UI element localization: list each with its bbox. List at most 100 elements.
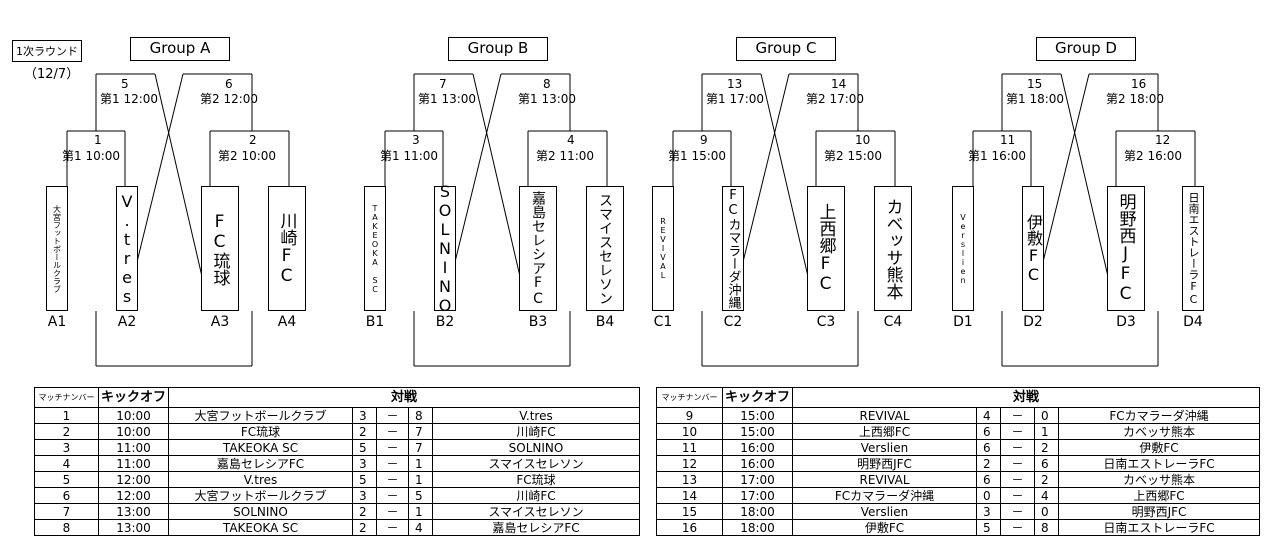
match-time: 第1 15:00 <box>668 149 727 163</box>
match-number-cell: 2 <box>34 423 99 440</box>
match-number-cell: 14 <box>656 487 723 504</box>
team-slot-label: C4 <box>883 314 903 330</box>
score-dash-cell: － <box>1000 471 1036 488</box>
match-time: 第1 18:00 <box>1006 92 1065 106</box>
match-number: 11 <box>1000 133 1016 147</box>
team-slot-label: B1 <box>365 314 385 330</box>
away-team-cell: FCカマラーダ沖縄 <box>1058 407 1260 424</box>
score-dash-cell: － <box>1000 423 1036 440</box>
kickoff-cell: 12:00 <box>97 487 170 504</box>
match-time: 第2 12:00 <box>200 92 259 106</box>
team-name: SOLNINO <box>435 182 455 315</box>
home-score-cell: 3 <box>976 503 1002 520</box>
home-team-cell: 上西郷FC <box>792 423 978 440</box>
bracket-line <box>472 73 529 312</box>
team-box: FCカマラーダ沖縄 <box>722 186 744 311</box>
team-name: Verslien <box>958 212 968 285</box>
match-number-cell: 6 <box>34 487 99 504</box>
match-time: 第1 10:00 <box>62 149 121 163</box>
home-score-cell: 6 <box>976 439 1002 456</box>
home-score-cell: 3 <box>352 455 378 472</box>
away-score-cell: 1 <box>1034 423 1060 440</box>
match-number-cell: 4 <box>34 455 99 472</box>
team-box: 上西郷FC <box>807 186 845 311</box>
match-number: 7 <box>439 77 447 91</box>
away-score-cell: 7 <box>408 439 434 456</box>
team-name: スマイスセレソン <box>597 192 613 305</box>
bracket-line <box>1060 73 1117 312</box>
match-number-cell: 9 <box>656 407 723 424</box>
home-team-cell: 伊敷FC <box>792 519 978 536</box>
kickoff-cell: 10:00 <box>97 407 170 424</box>
score-dash-cell: － <box>1000 487 1036 504</box>
away-score-cell: 0 <box>1034 407 1060 424</box>
group-title: Group C <box>736 37 836 61</box>
score-dash-cell: － <box>376 423 410 440</box>
team-box: 大宮フットボールクラブ <box>46 186 68 311</box>
kickoff-cell: 12:00 <box>97 471 170 488</box>
team-name: FCカマラーダ沖縄 <box>725 188 741 309</box>
kickoff-cell: 17:00 <box>721 487 794 504</box>
match-number: 5 <box>121 77 129 91</box>
team-slot-label: A3 <box>210 314 230 330</box>
home-team-cell: SOLNINO <box>168 503 354 520</box>
kickoff-cell: 13:00 <box>97 503 170 520</box>
home-team-cell: Verslien <box>792 439 978 456</box>
away-team-cell: 川崎FC <box>432 487 640 504</box>
match-time: 第1 16:00 <box>968 149 1027 163</box>
team-box: 川崎FC <box>268 186 306 311</box>
home-team-cell: 明野西JFC <box>792 455 978 472</box>
team-name: TAKEOKA SC <box>370 203 380 294</box>
team-slot-label: A1 <box>47 314 67 330</box>
match-number: 1 <box>94 133 102 147</box>
match-number: 14 <box>831 77 847 91</box>
home-team-cell: 大宮フットボールクラブ <box>168 407 354 424</box>
home-score-cell: 6 <box>976 471 1002 488</box>
home-score-cell: 5 <box>352 439 378 456</box>
team-slot-label: C2 <box>723 314 743 330</box>
team-name: 川崎FC <box>276 211 297 286</box>
away-team-cell: V.tres <box>432 407 640 424</box>
match-time: 第2 15:00 <box>824 149 883 163</box>
home-score-cell: 2 <box>352 503 378 520</box>
match-number: 8 <box>543 77 551 91</box>
away-team-cell: 川崎FC <box>432 423 640 440</box>
team-box: Verslien <box>952 186 974 311</box>
home-team-cell: TAKEOKA SC <box>168 439 354 456</box>
away-team-cell: 伊敷FC <box>1058 439 1260 456</box>
team-box: 伊敷FC <box>1022 186 1044 311</box>
match-number-cell: 12 <box>656 455 723 472</box>
away-score-cell: 1 <box>408 455 434 472</box>
home-team-cell: REVIVAL <box>792 471 978 488</box>
score-dash-cell: － <box>376 471 410 488</box>
match-number: 4 <box>567 133 575 147</box>
score-dash-cell: － <box>1000 455 1036 472</box>
match-number-cell: 3 <box>34 439 99 456</box>
home-team-cell: V.tres <box>168 471 354 488</box>
team-slot-label: D3 <box>1116 314 1136 330</box>
home-score-cell: 2 <box>976 455 1002 472</box>
match-number: 9 <box>700 133 708 147</box>
away-score-cell: 5 <box>408 487 434 504</box>
team-box: カベッサ熊本 <box>874 186 912 311</box>
match-time: 第1 11:00 <box>380 149 439 163</box>
away-team-cell: 日南エストレーラFC <box>1058 519 1260 536</box>
team-slot-label: D2 <box>1023 314 1043 330</box>
team-slot-label: D4 <box>1183 314 1203 330</box>
group-title: Group A <box>130 37 230 61</box>
away-team-cell: スマイスセレソン <box>432 503 640 520</box>
kickoff-cell: 16:00 <box>721 439 794 456</box>
team-box: TAKEOKA SC <box>364 186 386 311</box>
round-date: （12/7） <box>24 67 80 82</box>
